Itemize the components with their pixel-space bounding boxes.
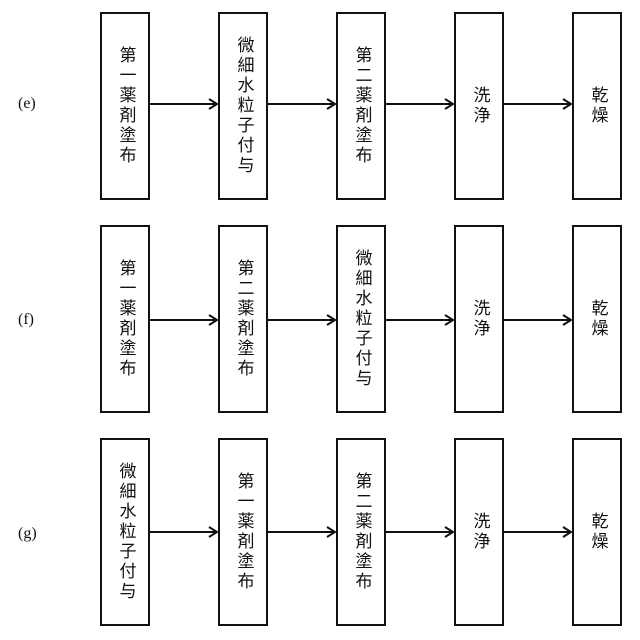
step-box: 微細水粒子付与	[100, 438, 150, 626]
row-label-g: (g)	[18, 524, 37, 544]
step-label: 微細水粒子付与	[117, 462, 134, 602]
step-box: 微細水粒子付与	[218, 12, 268, 200]
step-box: 洗浄	[454, 12, 504, 200]
step-label: 第一薬剤塗布	[235, 472, 252, 592]
step-box: 乾燥	[572, 225, 622, 413]
step-label: 乾燥	[589, 299, 606, 339]
step-box: 乾燥	[572, 12, 622, 200]
step-box: 第一薬剤塗布	[100, 225, 150, 413]
step-label: 洗浄	[471, 512, 488, 552]
step-box: 洗浄	[454, 438, 504, 626]
step-label: 微細水粒子付与	[235, 36, 252, 176]
step-label: 第二薬剤塗布	[235, 259, 252, 379]
step-box: 第二薬剤塗布	[336, 12, 386, 200]
step-label: 洗浄	[471, 299, 488, 339]
step-box: 乾燥	[572, 438, 622, 626]
step-box: 第二薬剤塗布	[336, 438, 386, 626]
step-label: 乾燥	[589, 86, 606, 126]
row-label-f: (f)	[18, 310, 34, 330]
flow-row-e: (e) 第一薬剤塗布 微細水粒子付与 第二薬剤塗布 洗浄 乾燥	[0, 0, 640, 210]
step-label: 微細水粒子付与	[353, 249, 370, 389]
row-label-e: (e)	[18, 94, 36, 114]
step-label: 洗浄	[471, 86, 488, 126]
step-box: 微細水粒子付与	[336, 225, 386, 413]
step-box: 第二薬剤塗布	[218, 225, 268, 413]
step-label: 第一薬剤塗布	[117, 259, 134, 379]
step-label: 第一薬剤塗布	[117, 46, 134, 166]
step-label: 第二薬剤塗布	[353, 472, 370, 592]
step-box: 第一薬剤塗布	[100, 12, 150, 200]
step-box: 第一薬剤塗布	[218, 438, 268, 626]
flow-row-f: (f) 第一薬剤塗布 第二薬剤塗布 微細水粒子付与 洗浄 乾燥	[0, 213, 640, 423]
step-label: 第二薬剤塗布	[353, 46, 370, 166]
flow-row-g: (g) 微細水粒子付与 第一薬剤塗布 第二薬剤塗布 洗浄 乾燥	[0, 426, 640, 636]
step-box: 洗浄	[454, 225, 504, 413]
step-label: 乾燥	[589, 512, 606, 552]
